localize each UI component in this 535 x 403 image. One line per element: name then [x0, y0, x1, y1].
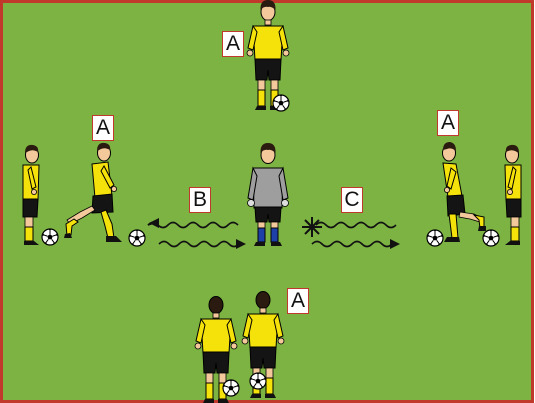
- ball-bottom-right: [250, 373, 266, 389]
- ball-left-waiting: [42, 229, 58, 245]
- label-b: B: [189, 187, 211, 213]
- ball-bottom-left: [223, 380, 239, 396]
- label-a-right: A: [437, 110, 459, 136]
- label-a-left: A: [92, 115, 114, 141]
- ball-top: [273, 95, 289, 111]
- label-c: C: [341, 187, 363, 213]
- ball-right-waiting: [483, 230, 499, 246]
- shot-star-icon: [302, 217, 322, 237]
- ball-right-kicking: [427, 230, 443, 246]
- label-a-top: A: [222, 31, 244, 57]
- ball-left-running: [129, 230, 145, 246]
- label-a-bottom: A: [287, 288, 309, 314]
